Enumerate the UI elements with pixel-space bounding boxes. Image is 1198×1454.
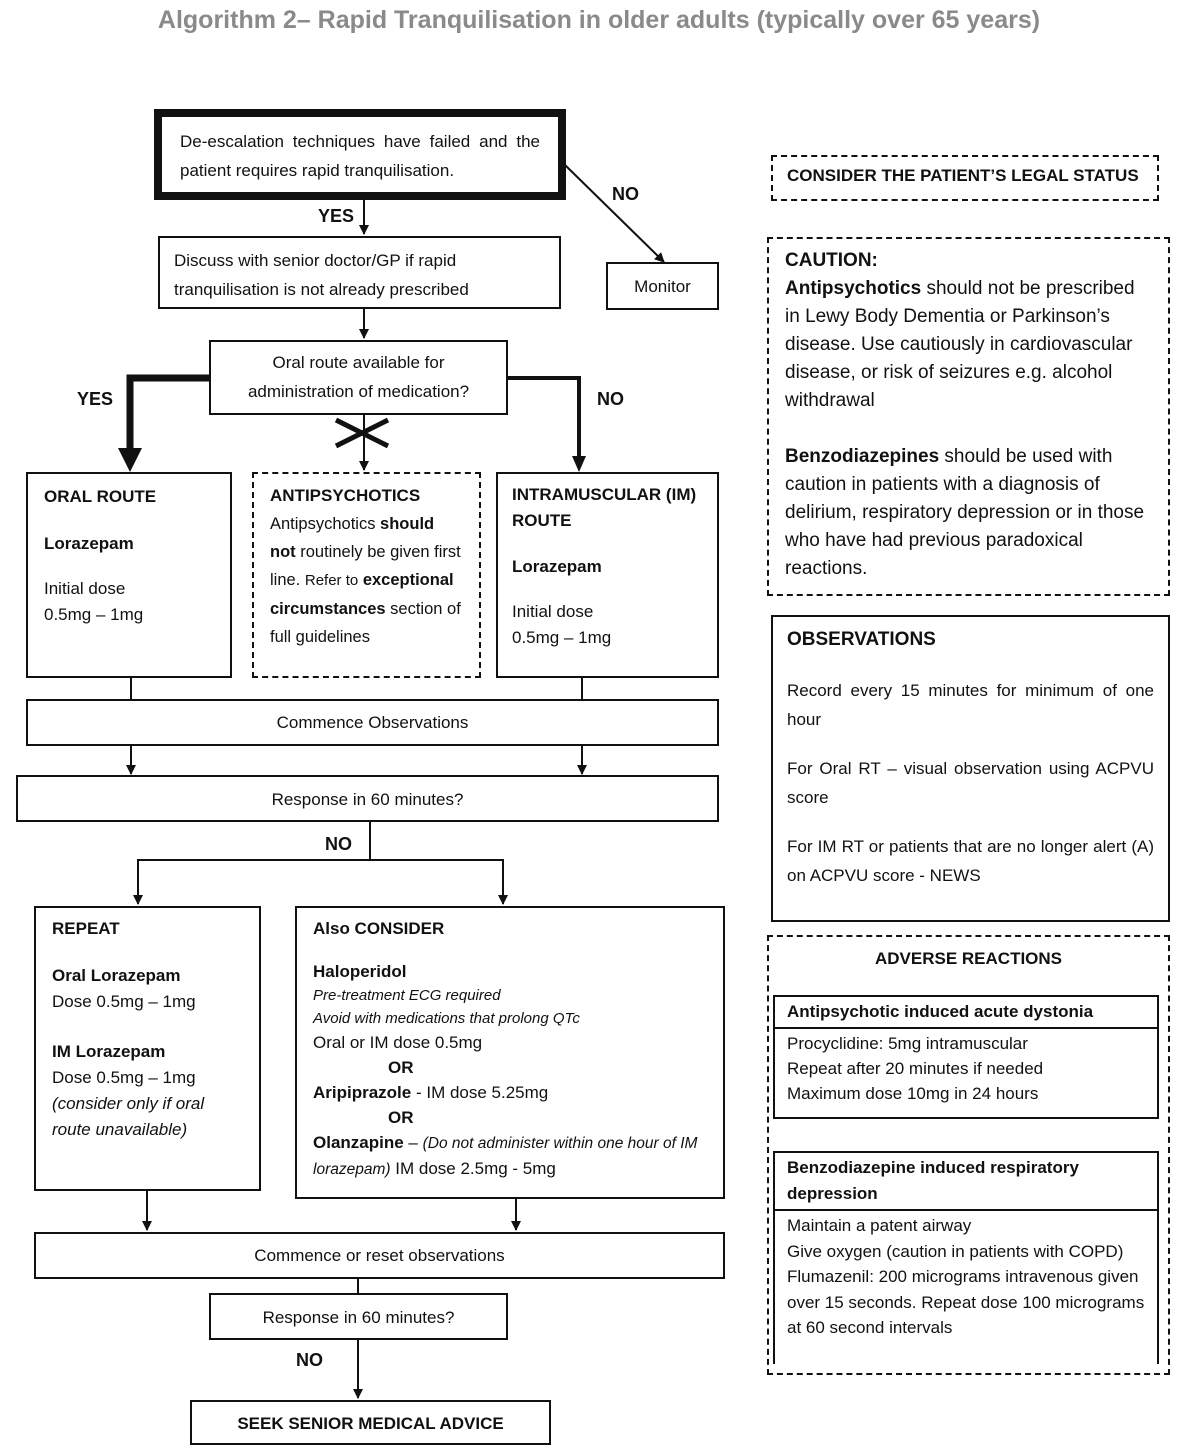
im-route-heading: INTRAMUSCULAR (IM) ROUTE: [512, 485, 697, 530]
oral-route-drug: Lorazepam: [44, 534, 134, 553]
response-60-box-2: Response in 60 minutes?: [209, 1293, 508, 1340]
arrow-yes-oral: [126, 374, 210, 452]
im-route-dose-label: Initial dose: [512, 602, 594, 621]
caution-box: CAUTION: Antipsychotics should not be pr…: [767, 237, 1170, 596]
antipsychotics-heading: ANTIPSYCHOTICS: [270, 486, 421, 505]
caution-heading: CAUTION:: [785, 250, 878, 271]
oral-route-box: ORAL ROUTE Lorazepam Initial dose 0.5mg …: [26, 472, 232, 678]
label-yes-2: YES: [77, 389, 114, 409]
respiratory-line-2: Give oxygen (caution in patients with CO…: [787, 1241, 1124, 1261]
or-1: OR: [388, 1058, 414, 1077]
haloperidol-heading: Haloperidol: [313, 962, 407, 981]
start-box: De-escalation techniques have failed and…: [154, 109, 566, 200]
repeat-heading: REPEAT: [52, 919, 120, 938]
repeat-box: REPEAT Oral Lorazepam Dose 0.5mg – 1mg I…: [34, 906, 261, 1191]
consider-heading: Also CONSIDER: [313, 919, 445, 938]
im-route-dose: 0.5mg – 1mg: [512, 628, 612, 647]
label-yes-1: YES: [318, 206, 355, 226]
im-route-drug: Lorazepam: [512, 557, 602, 576]
dystonia-line-2: Repeat after 20 minutes if needed: [787, 1059, 1044, 1078]
aripiprazole-line: Aripiprazole - IM dose 5.25mg: [313, 1083, 549, 1102]
observations-heading: OBSERVATIONS: [787, 629, 936, 650]
antipsychotics-text: Antipsychotics should not routinely be g…: [270, 515, 461, 646]
oral-route-heading: ORAL ROUTE: [44, 487, 157, 506]
dystonia-line-1: Procyclidine: 5mg intramuscular: [787, 1034, 1028, 1053]
label-no-2: NO: [597, 389, 624, 409]
olanzapine-line: Olanzapine – (Do not administer within o…: [313, 1133, 698, 1178]
oral-route-question: Oral route available for administration …: [209, 340, 508, 415]
legal-status-box: CONSIDER THE PATIENT’S LEGAL STATUS: [771, 155, 1159, 201]
observations-box: OBSERVATIONS Record every 15 minutes for…: [771, 615, 1170, 922]
respiratory-line-3: Flumazenil: 200 micrograms intravenous g…: [787, 1267, 1145, 1337]
arrow-start-to-monitor: [564, 164, 665, 263]
oral-route-dose: 0.5mg – 1mg: [44, 605, 144, 624]
arrow-no-im: [508, 376, 581, 460]
repeat-im-dose: Dose 0.5mg – 1mg: [52, 1068, 196, 1087]
commence-observations-box: Commence Observations: [26, 699, 719, 746]
dystonia-line-3: Maximum dose 10mg in 24 hours: [787, 1084, 1039, 1103]
also-consider-box: Also CONSIDER Haloperidol Pre-treatment …: [295, 906, 725, 1199]
dystonia-box: Antipsychotic induced acute dystonia Pro…: [773, 995, 1159, 1119]
repeat-oral-heading: Oral Lorazepam: [52, 966, 181, 985]
haloperidol-dose: Oral or IM dose 0.5mg: [313, 1033, 483, 1052]
label-no-1: NO: [612, 184, 639, 204]
im-route-box: INTRAMUSCULAR (IM) ROUTE Lorazepam Initi…: [496, 472, 719, 678]
repeat-note: (consider only if oral route unavailable…: [52, 1094, 205, 1139]
dystonia-heading: Antipsychotic induced acute dystonia: [775, 997, 1157, 1029]
haloperidol-avoid: Avoid with medications that prolong QTc: [313, 1010, 580, 1027]
respiratory-line-1: Maintain a patent airway: [787, 1216, 972, 1235]
or-2: OR: [388, 1108, 414, 1127]
label-no-3: NO: [325, 834, 352, 854]
respiratory-heading: Benzodiazepine induced respiratory depre…: [775, 1153, 1157, 1211]
adverse-heading: ADVERSE REACTIONS: [874, 949, 1063, 968]
response-60-box-1: Response in 60 minutes?: [16, 775, 719, 822]
discuss-box: Discuss with senior doctor/GP if rapid t…: [158, 236, 561, 309]
repeat-oral-dose: Dose 0.5mg – 1mg: [52, 992, 196, 1011]
monitor-box: Monitor: [606, 262, 719, 310]
start-text: De-escalation techniques have failed and…: [180, 132, 540, 180]
respiratory-box: Benzodiazepine induced respiratory depre…: [773, 1151, 1159, 1364]
observations-p1: Record every 15 minutes for minimum of o…: [787, 681, 1154, 729]
page-title: Algorithm 2– Rapid Tranquilisation in ol…: [157, 6, 1041, 34]
caution-antipsychotics: Antipsychotics should not be prescribed …: [785, 278, 1135, 411]
observations-p3: For IM RT or patients that are no longer…: [787, 837, 1154, 885]
antipsychotics-box: ANTIPSYCHOTICS Antipsychotics should not…: [252, 472, 481, 678]
commence-reset-box: Commence or reset observations: [34, 1232, 725, 1279]
seek-advice-box: SEEK SENIOR MEDICAL ADVICE: [190, 1400, 551, 1445]
caution-benzodiazepines: Benzodiazepines should be used with caut…: [785, 446, 1145, 579]
repeat-im-heading: IM Lorazepam: [52, 1042, 166, 1061]
haloperidol-ecg: Pre-treatment ECG required: [313, 987, 501, 1004]
oral-route-dose-label: Initial dose: [44, 579, 126, 598]
observations-p2: For Oral RT – visual observation using A…: [787, 759, 1154, 807]
label-no-4: NO: [296, 1350, 323, 1370]
